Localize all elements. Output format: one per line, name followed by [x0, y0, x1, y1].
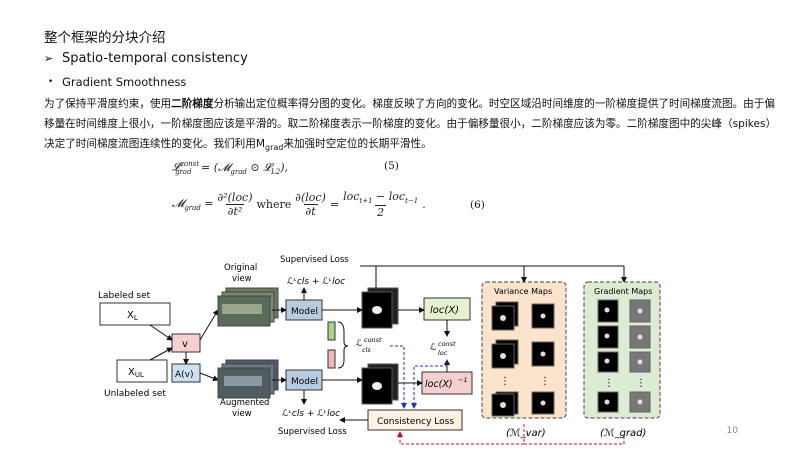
- svg-text:⋮: ⋮: [636, 378, 646, 389]
- bullet-gradient-smoothness: • Gradient Smoothness: [44, 75, 186, 89]
- dot-bullet-icon: •: [48, 77, 54, 87]
- para-part1: 为了保持平滑度约束，使用: [44, 98, 172, 110]
- supervised-loss-bottom: Supervised Loss: [278, 427, 347, 437]
- gradient-maps-title: Gradient Maps: [594, 287, 652, 296]
- v-text: v: [182, 339, 188, 350]
- equation-5: 𝓛constgrad = (𝓜grad ⊙ 𝓛L2),: [172, 160, 288, 176]
- labeled-set-label: Labeled set: [98, 291, 151, 301]
- para-bold: 二阶梯度: [171, 98, 214, 110]
- m-grad-label: (ℳ_grad): [600, 428, 646, 439]
- xul-box: [116, 359, 168, 383]
- para-part2: 分析输出定位概率得分图的变化。梯度反映了方向的变化。时空区域沿时间维度的一阶梯度…: [44, 98, 777, 150]
- variance-maps-title: Variance Maps: [494, 287, 552, 296]
- bullet-sub-text: Gradient Smoothness: [62, 75, 187, 89]
- bullet-spatio-temporal: ➢ Spatio-temporal consistency: [44, 51, 248, 66]
- model-top-label: Model: [291, 307, 318, 317]
- svg-text:⋮: ⋮: [604, 378, 614, 389]
- unlabeled-set-label: Unlabeled set: [104, 389, 166, 399]
- svg-text:cls: cls: [362, 346, 371, 354]
- xl-text: XL: [127, 310, 138, 322]
- explanation-paragraph: 为了保持平滑度约束，使用二阶梯度分析输出定位概率得分图的变化。梯度反映了方向的变…: [44, 94, 784, 158]
- augmented-view-label: Augmented: [220, 398, 269, 408]
- loc-inv-text: loc(X): [425, 379, 453, 390]
- supervised-loss-top: Supervised Loss: [280, 255, 349, 265]
- augmented-frames: [217, 359, 279, 399]
- equation-5-number: (5): [384, 160, 399, 172]
- svg-text:⋮: ⋮: [500, 376, 510, 387]
- loss-bottom-formula: ℒᶫcls + ℒᶫloc: [282, 409, 340, 419]
- svg-text:const: const: [364, 336, 382, 344]
- para-subscript: grad: [265, 143, 284, 153]
- svg-text:−1: −1: [458, 376, 468, 384]
- output-map-top: [361, 287, 399, 329]
- svg-text:view: view: [232, 409, 252, 419]
- consistency-loss-text: Consistency Loss: [377, 417, 454, 427]
- slide-heading: 整个框架的分块介绍: [44, 30, 166, 46]
- equation-6-number: (6): [470, 199, 485, 211]
- model-bottom-label: Model: [291, 377, 318, 387]
- av-text: A(v): [175, 370, 194, 380]
- svg-text:view: view: [232, 274, 252, 284]
- loss-top-formula: ℒᶫcls + ℒᶫloc: [287, 277, 345, 287]
- output-map-bottom: [361, 363, 399, 405]
- arrow-bullet-icon: ➢: [44, 52, 54, 65]
- svg-text:loc: loc: [438, 349, 448, 357]
- equation-6: 𝓜grad = ∂²(loc)∂t² where ∂(loc)∂t = loct…: [172, 190, 426, 220]
- page-number: 10: [726, 426, 738, 436]
- bullet-main-text: Spatio-temporal consistency: [62, 51, 248, 66]
- cls-bar-pink: [327, 349, 336, 369]
- xl-box: [99, 302, 171, 326]
- svg-text:⋮: ⋮: [540, 376, 550, 387]
- svg-text:const: const: [438, 340, 456, 348]
- original-view-label: Original: [224, 263, 257, 273]
- l-loc-const: ℒ: [430, 343, 436, 353]
- para-part3: 来加强时空定位的长期平滑性。: [283, 138, 432, 150]
- l-cls-const: ℒ: [356, 339, 362, 349]
- loc-text: loc(X): [430, 305, 459, 316]
- original-frames: [217, 287, 279, 327]
- cls-bar-green: [327, 321, 336, 341]
- m-var-label: (ℳ_var): [506, 428, 546, 439]
